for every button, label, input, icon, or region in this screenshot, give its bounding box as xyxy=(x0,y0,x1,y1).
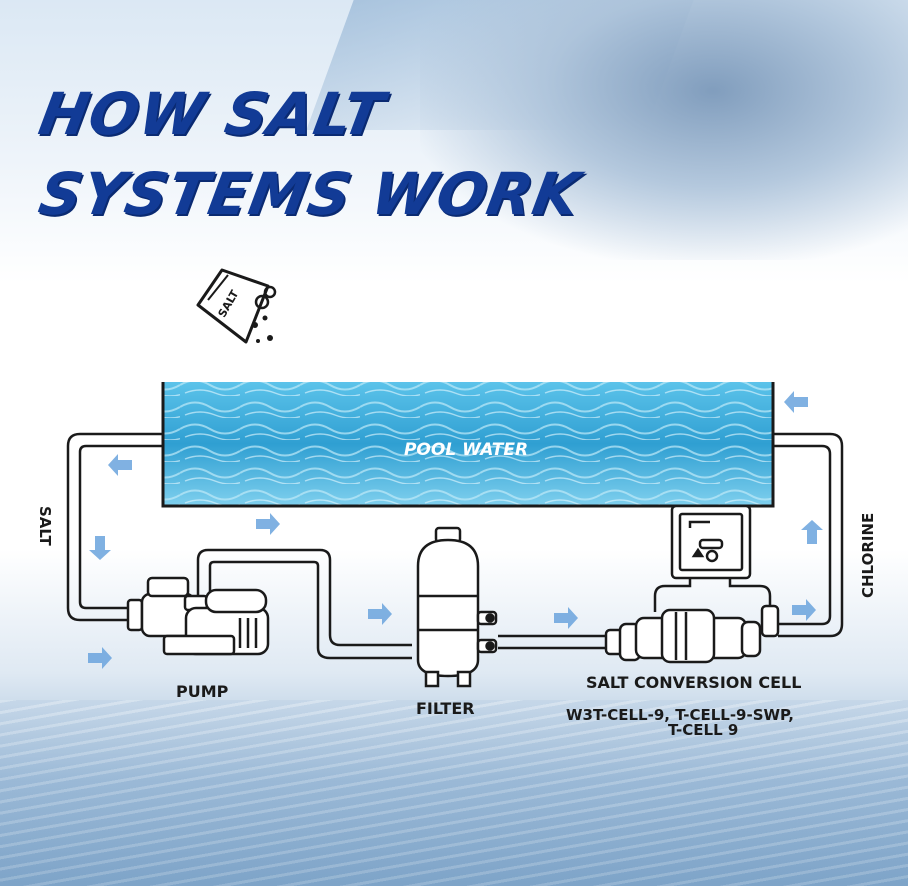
background-water-surface xyxy=(0,700,908,886)
flow-arrow-icon xyxy=(792,599,816,621)
chlorine-side-label: CHLORINE xyxy=(859,513,877,598)
salt-side-label: SALT xyxy=(36,506,54,546)
salt-bag-icon: SALT xyxy=(196,268,277,344)
flow-arrow-icon xyxy=(256,513,280,535)
flow-arrow-icon xyxy=(88,647,112,669)
cell-models-line-1: W3T-CELL-9, T-CELL-9-SWP, xyxy=(566,706,794,724)
flow-arrow-icon xyxy=(368,603,392,625)
flow-arrow-icon xyxy=(108,454,132,476)
filter-icon xyxy=(416,526,498,688)
flow-arrow-icon xyxy=(784,391,808,413)
background-photo-technicians xyxy=(420,0,908,260)
pump-icon xyxy=(126,576,270,656)
flow-arrow-icon xyxy=(89,536,111,560)
flow-arrow-icon xyxy=(801,520,823,544)
flow-arrows xyxy=(88,391,823,669)
flow-arrow-icon xyxy=(554,607,578,629)
plumbing-lines xyxy=(66,432,844,660)
pool-water-label: POOL WATER xyxy=(404,440,528,460)
cell-models-line-2: T-CELL 9 xyxy=(668,721,738,739)
filter-label: FILTER xyxy=(416,699,475,718)
pool-water: POOL WATER xyxy=(161,382,775,508)
pump-label: PUMP xyxy=(176,682,229,701)
chlorinator-controller-icon xyxy=(653,504,772,612)
salt-cell-icon xyxy=(604,604,780,664)
salt-conversion-cell-label: SALT CONVERSION CELL xyxy=(586,673,801,692)
